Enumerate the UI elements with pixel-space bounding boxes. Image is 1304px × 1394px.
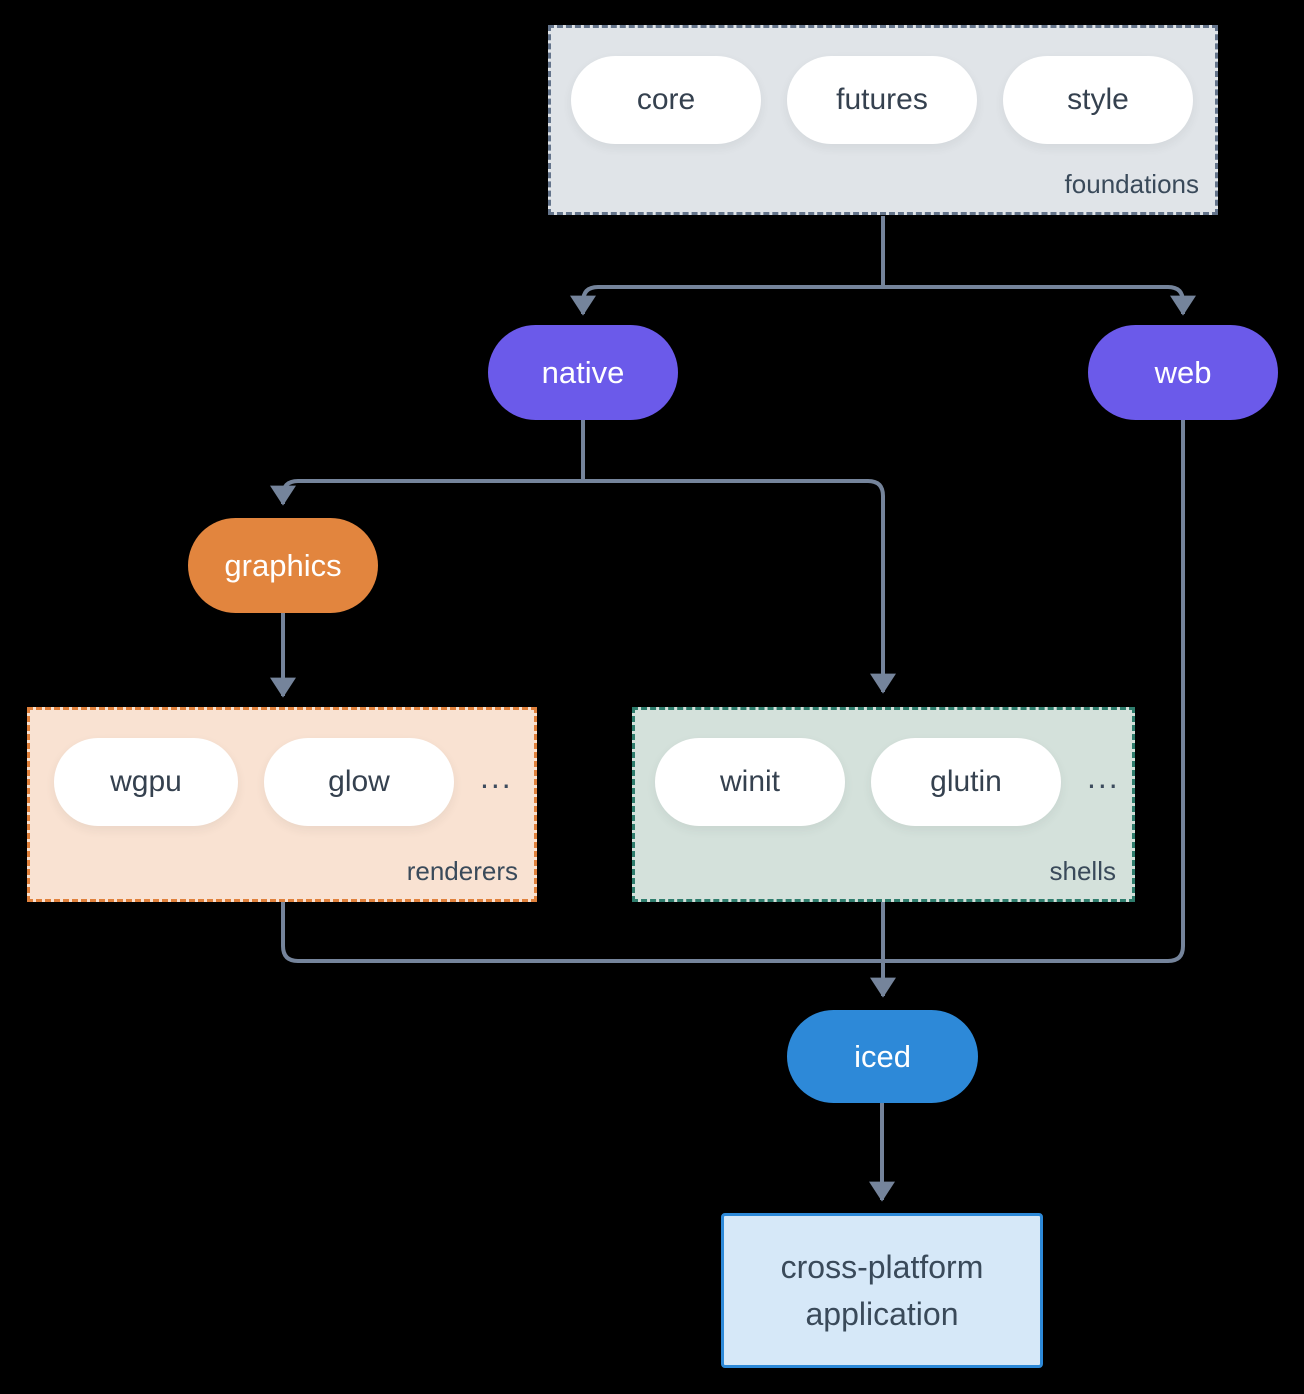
crate-glutin-label: glutin: [930, 765, 1002, 798]
crate-glow: glow: [264, 738, 454, 826]
renderers-pill-row: wgpu glow ...: [54, 738, 513, 826]
node-native: native: [488, 325, 678, 420]
shells-group: winit glutin ... shells: [632, 707, 1135, 902]
crate-futures: futures: [787, 56, 977, 144]
crate-wgpu-label: wgpu: [110, 765, 182, 798]
cross-platform-application-box: cross-platform application: [721, 1213, 1043, 1368]
node-web-label: web: [1154, 354, 1212, 390]
crate-core: core: [571, 56, 761, 144]
foundations-group-label: foundations: [1064, 169, 1199, 199]
node-graphics-label: graphics: [224, 547, 342, 583]
foundations-pill-row: core futures style: [571, 56, 1193, 144]
renderers-group: wgpu glow ... renderers: [27, 707, 537, 902]
node-graphics: graphics: [188, 518, 378, 613]
renderers-group-label: renderers: [406, 856, 518, 886]
crate-style-label: style: [1067, 83, 1129, 116]
edge-foundations-to-native-and-web: [570, 285, 1196, 316]
crate-style: style: [1003, 56, 1193, 144]
crate-winit-label: winit: [719, 765, 780, 798]
foundations-group: core futures style foundations: [548, 25, 1218, 215]
crate-winit: winit: [655, 738, 845, 826]
node-iced-label: iced: [854, 1038, 911, 1074]
crate-glow-label: glow: [328, 765, 390, 798]
shells-ellipsis: ...: [1087, 758, 1120, 795]
crate-core-label: core: [636, 83, 696, 116]
crate-wgpu: wgpu: [54, 738, 238, 826]
edge-renderers-web-merge: [281, 420, 1185, 963]
crate-futures-label: futures: [836, 83, 928, 116]
application-label-line1: cross-platform: [780, 1248, 984, 1285]
renderers-ellipsis: ...: [480, 758, 513, 795]
node-iced: iced: [787, 1010, 978, 1103]
edge-native-to-graphics-and-shells: [270, 479, 896, 694]
shells-pill-row: winit glutin ...: [655, 738, 1120, 826]
node-native-label: native: [541, 354, 625, 390]
node-web: web: [1088, 325, 1278, 420]
crate-glutin: glutin: [871, 738, 1061, 826]
shells-group-label: shells: [1049, 856, 1116, 886]
application-label-line2: application: [805, 1295, 959, 1332]
